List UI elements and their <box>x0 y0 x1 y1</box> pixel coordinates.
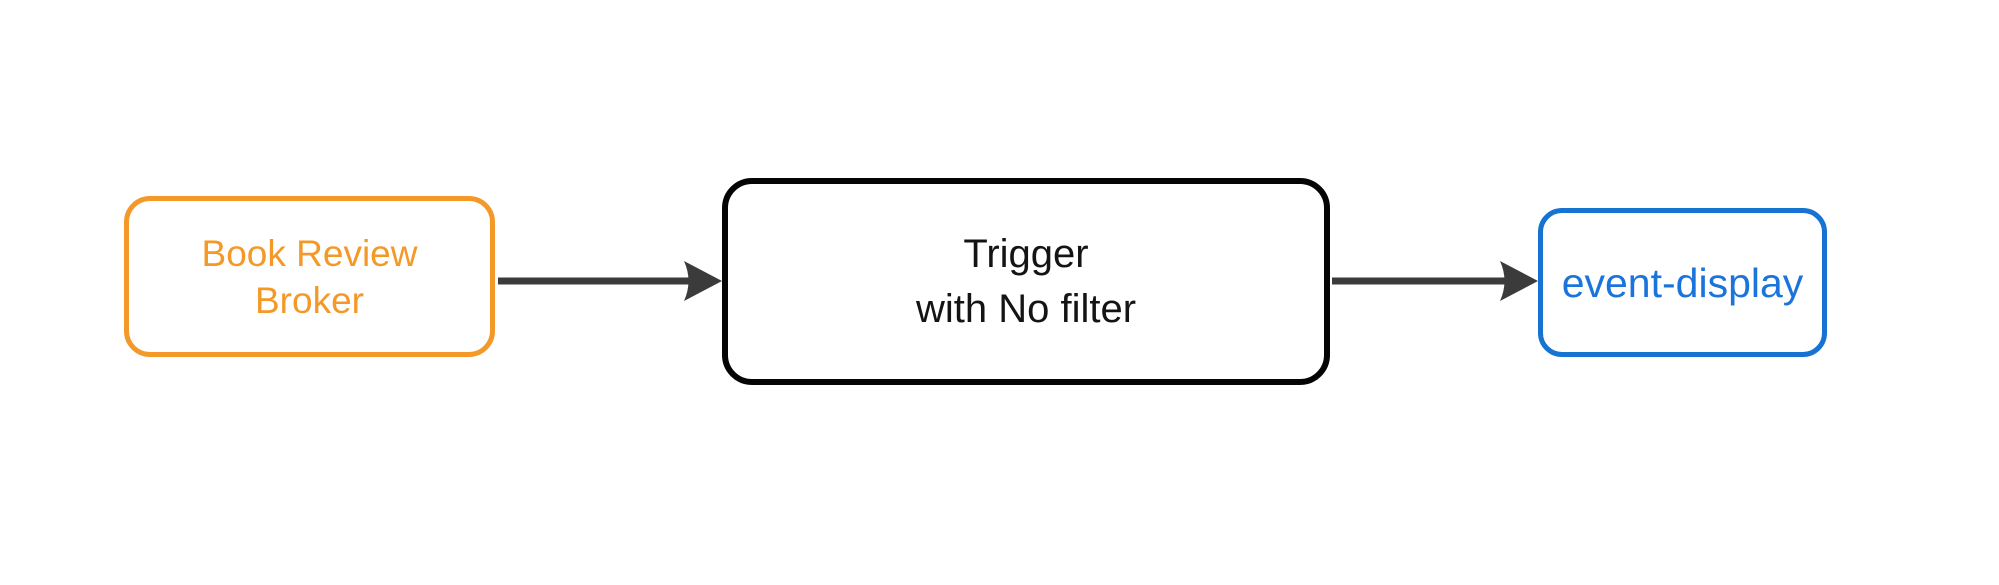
arrowhead-icon <box>1500 261 1538 301</box>
node-label: with No filter <box>915 286 1137 331</box>
node-label: Trigger <box>963 231 1089 276</box>
node-label: Book Review <box>201 232 418 274</box>
node-label: event-display <box>1561 259 1804 306</box>
arrowhead-icon <box>684 261 722 301</box>
node-event-display: event-display <box>1538 208 1827 357</box>
node-trigger: Trigger with No filter <box>722 178 1330 385</box>
node-label: Broker <box>255 279 364 321</box>
arrow-broker-to-trigger <box>498 261 722 301</box>
arrow-trigger-to-event-display <box>1332 261 1538 301</box>
node-book-review-broker: Book Review Broker <box>124 196 495 357</box>
